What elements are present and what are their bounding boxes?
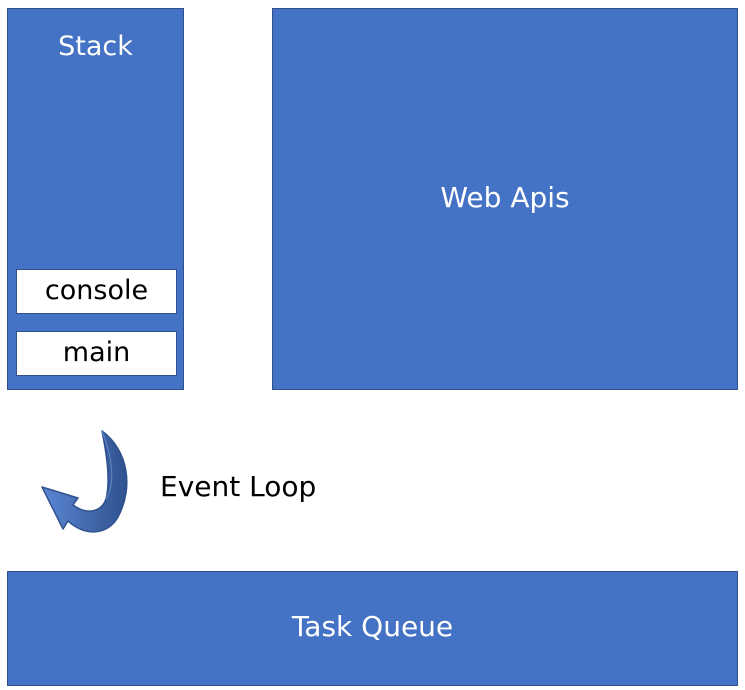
stack-frame-console: console <box>16 269 177 314</box>
task-queue-title: Task Queue <box>291 610 454 643</box>
stack-title: Stack <box>58 31 133 62</box>
curved-arrow-icon <box>41 430 128 533</box>
web-apis-title: Web Apis <box>440 181 570 214</box>
stack-frame-main: main <box>16 331 177 376</box>
web-apis-box: Web Apis <box>272 8 738 390</box>
stack-box: Stack console main <box>7 8 184 390</box>
task-queue-box: Task Queue <box>7 571 738 686</box>
event-loop-label: Event Loop <box>160 470 317 503</box>
